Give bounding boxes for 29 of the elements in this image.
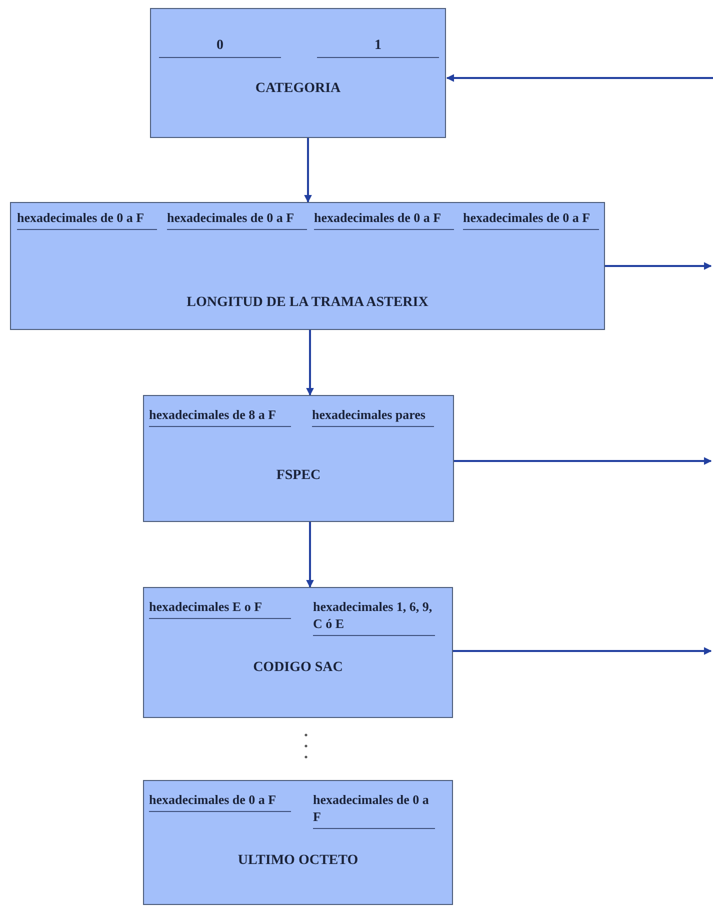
arrow: [605, 262, 712, 270]
field-title: ULTIMO OCTETO: [236, 853, 360, 869]
field-box: [150, 8, 446, 138]
underlined-value: hexadecimales de 0 a F: [17, 209, 157, 230]
field-box: [143, 395, 454, 522]
field-box: [10, 202, 605, 330]
field-box: [143, 587, 453, 718]
underlined-value: hexadecimales de 8 a F: [149, 406, 291, 427]
field-title: CATEGORIA: [254, 81, 342, 97]
underlined-value: hexadecimales E o F: [149, 598, 291, 619]
arrow: [306, 330, 314, 396]
underlined-value: 0: [159, 37, 281, 58]
field-title: CODIGO SAC: [252, 660, 344, 676]
underlined-value: 1: [317, 37, 439, 58]
underlined-value: hexadecimales de 0 a F: [313, 791, 435, 829]
field-box: [143, 780, 453, 905]
underlined-value: hexadecimales de 0 a F: [314, 209, 454, 230]
field-title: LONGITUD DE LA TRAMA ASTERIX: [186, 295, 430, 311]
arrow: [306, 522, 314, 588]
underlined-value: hexadecimales de 0 a F: [167, 209, 307, 230]
arrow: [453, 647, 712, 655]
underlined-value: hexadecimales 1, 6, 9, C ó E: [313, 598, 435, 636]
arrow: [454, 457, 712, 465]
underlined-value: hexadecimales pares: [312, 406, 434, 427]
arrow: [304, 138, 312, 203]
field-title: FSPEC: [275, 468, 322, 484]
arrow: [446, 74, 713, 82]
underlined-value: hexadecimales de 0 a F: [463, 209, 599, 230]
underlined-value: hexadecimales de 0 a F: [149, 791, 291, 812]
